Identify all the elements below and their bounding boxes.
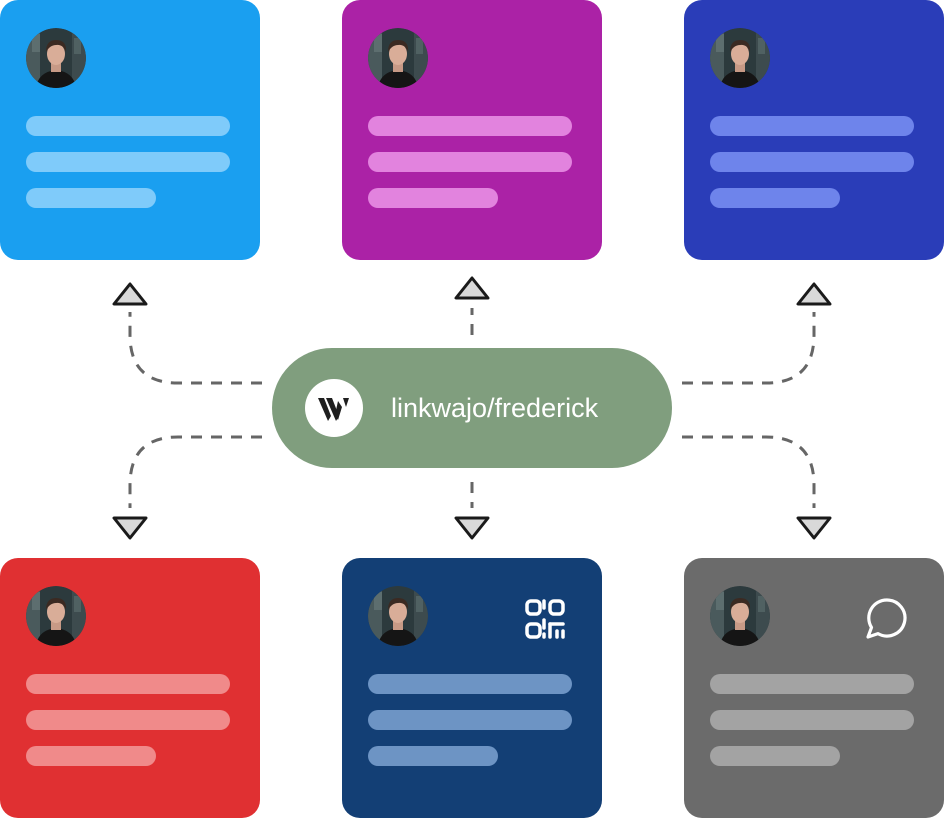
arrow-down-icon (454, 516, 490, 540)
text-placeholder-bar (710, 746, 840, 766)
arrow-down-icon (796, 516, 832, 540)
arrow-down-icon (112, 516, 148, 540)
text-placeholder-bar (26, 188, 156, 208)
text-placeholder-bar (26, 674, 230, 694)
arrow-up-icon (454, 276, 490, 300)
arrow-up-icon (112, 282, 148, 306)
profile-card[interactable] (0, 558, 260, 818)
text-placeholder-bar (710, 674, 914, 694)
text-placeholder-bar (368, 116, 572, 136)
text-placeholder-bar (368, 746, 498, 766)
linkwajo-logo-icon (305, 379, 363, 437)
profile-card[interactable] (684, 0, 944, 260)
text-placeholder-bar (710, 116, 914, 136)
text-placeholder-bar (26, 152, 230, 172)
connector-top-right (682, 312, 816, 385)
qr-code-icon[interactable] (524, 598, 566, 640)
profile-card[interactable] (342, 0, 602, 260)
profile-card[interactable] (0, 0, 260, 260)
chat-bubble-icon[interactable] (866, 598, 908, 640)
text-placeholder-bar (368, 674, 572, 694)
text-placeholder-bar (368, 188, 498, 208)
profile-card[interactable] (684, 558, 944, 818)
text-placeholder-bar (710, 188, 840, 208)
hub-label: linkwajo/frederick (391, 393, 599, 423)
text-placeholder-bar (26, 746, 156, 766)
hub-pill[interactable]: linkwajo/frederick (272, 348, 672, 468)
avatar (26, 586, 86, 646)
arrow-up-icon (796, 282, 832, 306)
avatar (710, 28, 770, 88)
text-placeholder-bar (368, 152, 572, 172)
avatar (368, 586, 428, 646)
avatar (26, 28, 86, 88)
text-placeholder-bar (710, 152, 914, 172)
text-placeholder-bar (368, 710, 572, 730)
connector-bottom-right (682, 435, 816, 508)
profile-card[interactable] (342, 558, 602, 818)
connector-top-left (128, 312, 262, 385)
text-placeholder-bar (710, 710, 914, 730)
text-placeholder-bar (26, 710, 230, 730)
avatar (368, 28, 428, 88)
avatar (710, 586, 770, 646)
connector-bottom-left (128, 435, 262, 508)
text-placeholder-bar (26, 116, 230, 136)
